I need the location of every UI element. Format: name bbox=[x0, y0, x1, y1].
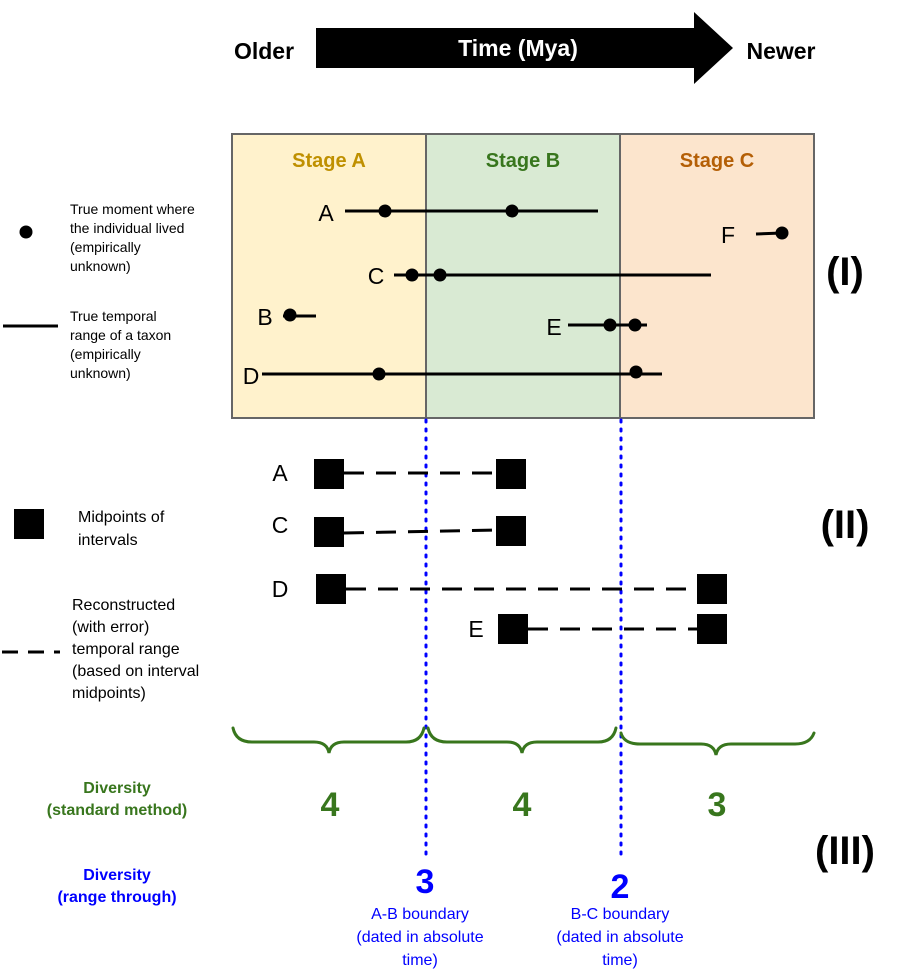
newer-label: Newer bbox=[746, 38, 815, 64]
true-taxon-labels: A F C B E D bbox=[243, 200, 735, 389]
svg-text:Midpoints of: Midpoints of bbox=[78, 509, 165, 526]
brace-stage-c bbox=[619, 731, 816, 756]
diversity-range-through: Diversity (range through) 3 2 bbox=[57, 863, 629, 906]
taxon-c-occurrence-dot bbox=[433, 268, 447, 282]
svg-text:midpoints): midpoints) bbox=[72, 685, 146, 702]
taxon-a-midpoint-square bbox=[496, 459, 526, 489]
taxon-c-midpoint-square bbox=[314, 517, 344, 547]
taxon-c-label: C bbox=[368, 263, 385, 289]
diversity-range-label: Diversity bbox=[83, 867, 151, 884]
svg-text:(empirically: (empirically bbox=[70, 239, 141, 255]
taxon-e-occurrence-dot bbox=[603, 318, 617, 332]
reconstructed-ranges: A C D E bbox=[272, 459, 727, 644]
ab-boundary-caption: A-B boundary bbox=[371, 906, 469, 923]
taxon-e-label: E bbox=[546, 314, 561, 340]
taxon-e-occurrence-dot bbox=[628, 318, 642, 332]
svg-text:(empirically: (empirically bbox=[70, 346, 141, 362]
taxon-d-label: D bbox=[243, 363, 260, 389]
svg-text:unknown): unknown) bbox=[70, 365, 131, 381]
svg-text:unknown): unknown) bbox=[70, 258, 131, 274]
panel-label-two: (II) bbox=[821, 503, 870, 547]
reconstructed-taxon-c-label: C bbox=[272, 512, 289, 538]
taxon-b-label: B bbox=[257, 304, 272, 330]
svg-text:True moment where: True moment where bbox=[70, 201, 195, 217]
diversity-standard-value-stage-a: 4 bbox=[321, 786, 340, 824]
svg-text:temporal range: temporal range bbox=[72, 641, 180, 658]
taxon-f-occurrence-dot bbox=[775, 226, 789, 240]
boundary-captions: A-B boundary (dated in absolute time) B-… bbox=[356, 906, 683, 969]
taxon-a-occurrence-dot bbox=[505, 204, 519, 218]
diversity-standard-label: Diversity bbox=[83, 780, 151, 797]
brace-stage-b bbox=[426, 726, 618, 754]
diversity-standard: Diversity (standard method) 4 4 3 bbox=[47, 780, 727, 824]
taxon-d-occurrence-dot bbox=[372, 367, 386, 381]
taxon-c-reconstructed-range bbox=[343, 528, 497, 535]
time-arrow bbox=[316, 12, 733, 84]
svg-text:range of a taxon: range of a taxon bbox=[70, 327, 171, 343]
stage-b-title: Stage B bbox=[486, 150, 560, 172]
taxon-e-midpoint-square bbox=[498, 614, 528, 644]
stage-braces bbox=[231, 726, 816, 756]
legend-square-text: Midpoints of intervals bbox=[78, 509, 165, 549]
panel-label-three: (III) bbox=[815, 829, 875, 873]
taxon-d-occurrence-dot bbox=[629, 365, 643, 379]
older-label: Older bbox=[234, 38, 294, 64]
legend-dot-text: True moment where the individual lived (… bbox=[70, 201, 195, 274]
diversity-range-method-label: (range through) bbox=[57, 889, 176, 906]
svg-text:intervals: intervals bbox=[78, 532, 138, 549]
panel-labels: (I) (II) (III) bbox=[815, 250, 875, 873]
taxon-c-occurrence-dot bbox=[405, 268, 419, 282]
diversity-standard-method-label: (standard method) bbox=[47, 802, 187, 819]
time-arrow-header: Older Time (Mya) Newer bbox=[234, 12, 816, 84]
legend-line-text: True temporal range of a taxon (empirica… bbox=[70, 308, 171, 381]
legend-dot-symbol bbox=[19, 225, 33, 239]
taxon-d-midpoint-square bbox=[316, 574, 346, 604]
panel-label-one: (I) bbox=[826, 250, 864, 294]
svg-text:the individual lived: the individual lived bbox=[70, 220, 184, 236]
diversity-range-value-ab: 3 bbox=[416, 863, 435, 901]
taxon-a-label: A bbox=[318, 200, 334, 226]
true-ranges bbox=[262, 204, 789, 381]
time-axis-label: Time (Mya) bbox=[458, 35, 578, 61]
taxon-b-occurrence-dot bbox=[283, 308, 297, 322]
svg-text:Reconstructed: Reconstructed bbox=[72, 597, 175, 614]
diversity-standard-value-stage-b: 4 bbox=[513, 786, 532, 824]
reconstructed-taxon-e-label: E bbox=[468, 616, 483, 642]
reconstructed-taxon-d-label: D bbox=[272, 576, 289, 602]
svg-text:(based on interval: (based on interval bbox=[72, 663, 199, 680]
taxon-a-occurrence-dot bbox=[378, 204, 392, 218]
taxon-f-label: F bbox=[721, 222, 735, 248]
bc-boundary-caption: (dated in absolute bbox=[556, 929, 683, 946]
diversity-standard-value-stage-c: 3 bbox=[708, 786, 727, 824]
stage-a-title: Stage A bbox=[292, 150, 366, 172]
taxon-d-midpoint-square bbox=[697, 574, 727, 604]
stage-c-title: Stage C bbox=[680, 150, 754, 172]
taxon-c-midpoint-square bbox=[496, 516, 526, 546]
bc-boundary-caption: time) bbox=[602, 952, 638, 969]
legend-dash-text: Reconstructed (with error) temporal rang… bbox=[72, 597, 199, 702]
ab-boundary-caption: (dated in absolute bbox=[356, 929, 483, 946]
taxon-e-midpoint-square bbox=[697, 614, 727, 644]
taxon-a-midpoint-square bbox=[314, 459, 344, 489]
svg-text:(with error): (with error) bbox=[72, 619, 149, 636]
bc-boundary-caption: B-C boundary bbox=[571, 906, 670, 923]
brace-stage-a bbox=[231, 726, 426, 754]
reconstructed-taxon-a-label: A bbox=[272, 460, 288, 486]
legend-square-symbol bbox=[14, 509, 44, 539]
legend: True moment where the individual lived (… bbox=[2, 201, 199, 702]
diversity-range-value-bc: 2 bbox=[611, 868, 630, 906]
ab-boundary-caption: time) bbox=[402, 952, 438, 969]
svg-text:True temporal: True temporal bbox=[70, 308, 157, 324]
